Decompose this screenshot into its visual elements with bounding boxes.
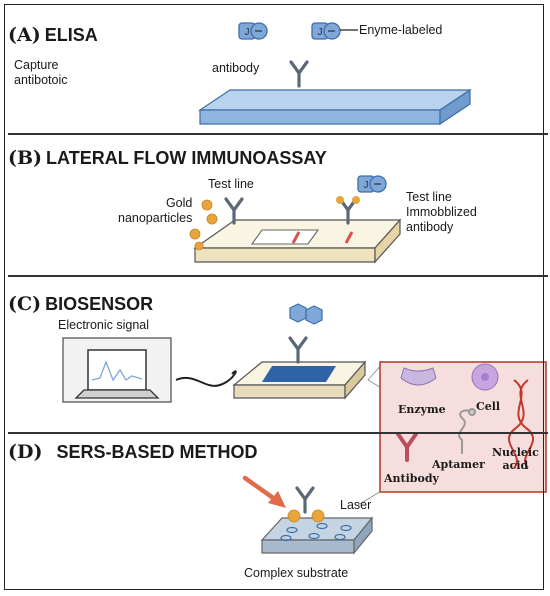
enzyme-icon (400, 367, 437, 386)
divider-ab (8, 133, 548, 135)
section-c-letter: (C) (8, 293, 42, 315)
section-d-heading: (D) SERS-BASED METHOD (8, 441, 257, 463)
divider-cd (8, 432, 548, 434)
cell-label: Cell (476, 400, 501, 413)
section-b-heading: (B)LATERAL FLOW IMMUNOASSAY (8, 147, 327, 169)
lfa-bound-gold-2 (352, 196, 360, 204)
section-a-title: ELISA (44, 25, 98, 45)
complex-substrate-label: Complex substrate (244, 566, 349, 580)
antibody-label: antibody (212, 61, 260, 75)
recognition-antibody-label: Antibody (384, 472, 439, 485)
section-c-heading: (C)BIOSENSOR (8, 293, 153, 315)
aptamer-icon (458, 408, 476, 454)
biosensor-device (232, 360, 367, 400)
sers-substrate (260, 516, 374, 555)
box-leader-bottom (357, 489, 384, 506)
laser-label: Laser (340, 498, 372, 512)
lfa-bound-gold (336, 196, 344, 204)
capture-label: Capture antibotoic (14, 58, 68, 87)
sers-gold-right (311, 509, 325, 523)
divider-bc (8, 275, 548, 277)
section-d-title: SERS-BASED METHOD (56, 442, 258, 462)
laser-arrow-icon (242, 475, 286, 508)
aptamer-label: Aptamer (432, 458, 485, 471)
elisa-plate (198, 88, 472, 126)
section-a-heading: (A)ELISA (8, 24, 98, 46)
lfa-gold-nanoparticles (189, 199, 218, 251)
lfa-strip (193, 218, 402, 264)
biosensor-hexagon (289, 303, 323, 325)
test-line-label: Test line (208, 177, 254, 191)
recognition-box (379, 361, 547, 493)
recognition-antibody-icon (396, 432, 418, 462)
electronic-signal-label: Electronic signal (58, 318, 150, 332)
section-a-letter: (A) (8, 24, 41, 46)
enzyme-labeled-label: Enyme-labeled (359, 23, 443, 37)
biosensor-cable (175, 370, 237, 387)
enzyme-label: Enzyme (398, 403, 446, 416)
nucleic-acid-label: Nucleic acid (492, 446, 539, 472)
section-d-letter: (D) (8, 441, 43, 463)
biosensor-laptop (62, 337, 172, 403)
outer-frame (4, 4, 544, 590)
section-b-title: LATERAL FLOW IMMUNOASSAY (46, 148, 327, 168)
section-b-letter: (B) (8, 147, 43, 169)
immobilized-label: Test line Immobblized antibody (406, 190, 477, 234)
gold-label: Gold nanoparticles (118, 196, 193, 225)
section-c-title: BIOSENSOR (45, 294, 154, 314)
dna-icon (508, 379, 534, 469)
sers-gold-left (287, 509, 301, 523)
cell-nucleus-icon (481, 373, 489, 381)
